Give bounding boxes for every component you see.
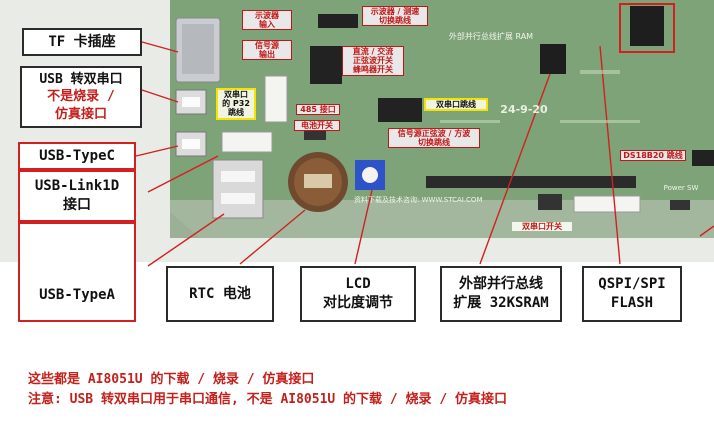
callout-usb-typec: USB-TypeC [18, 142, 136, 170]
callout-usb-typea-text: USB-TypeA [39, 286, 115, 303]
label-scope-switch: 示波器 / 测速切换跳线 [362, 6, 428, 27]
sram-chip [540, 44, 566, 74]
flash-chip [630, 6, 664, 46]
callout-usb-link1d-line2: 接口 [63, 197, 91, 213]
callout-usb-serial-line2: 不是烧录 / [47, 89, 115, 105]
scope-input-line2: 输入 [259, 20, 275, 30]
signal-wave-line1: 信号源正弦波 / 方波 [397, 129, 471, 138]
label-port485: 485 接口 [296, 104, 340, 116]
label-scope-input: 示波器输入 [242, 10, 292, 31]
dc-ac-line3: 蜂鸣器开关 [353, 65, 393, 75]
lcd-header [426, 176, 636, 188]
label-power-sw: Power SW [663, 184, 699, 192]
callout-tf-card-text: TF 卡插座 [48, 33, 116, 50]
white-header [221, 131, 273, 153]
scope-switch-line2: 切换跳线 [379, 16, 411, 26]
label-signal-output: 信号源输出 [242, 40, 292, 61]
callout-usb-typec-text: USB-TypeC [39, 147, 115, 164]
dc-ac-line2: 正弦波开关 [353, 56, 393, 66]
dual-p32-line1: 双串口 [224, 90, 248, 99]
note-usb-serial-warning: 注意: USB 转双串口用于串口通信, 不是 AI8051U 的下载 / 烧录 … [28, 392, 508, 407]
callout-usb-link1d-line1: USB-Link1D [34, 178, 120, 195]
label-signal-wave: 信号源正弦波 / 方波切换跳线 [388, 128, 480, 149]
label-battery-switch: 电池开关 [294, 120, 340, 132]
callout-lcd-contrast: LCD 对比度调节 [300, 266, 416, 322]
scope-switch-line1: 示波器 / 测速 [370, 7, 420, 16]
callout-tf-card: TF 卡插座 [22, 28, 142, 56]
callout-rtc-text: RTC 电池 [189, 285, 251, 302]
callout-usb-serial-line3: 仿真接口 [54, 106, 107, 122]
dual-p32-line3: 跳线 [228, 108, 244, 118]
callout-rtc: RTC 电池 [166, 266, 274, 322]
label-ext-bus-pcb: 外部并行总线扩展 RAM [448, 32, 534, 41]
callout-usb-typea: USB-TypeA [18, 222, 136, 322]
signal-output-line2: 输出 [259, 50, 275, 60]
label-dual-serial-jumper: 双串口跳线 [424, 98, 488, 112]
callout-qspi-line2: FLASH [610, 295, 654, 311]
callout-ext-bus: 外部并行总线 扩展 32KSRAM [440, 266, 562, 322]
label-date-print: 24-9-20 [500, 103, 548, 116]
signal-wave-line2: 切换跳线 [418, 138, 450, 148]
callout-ext-bus-line2: 扩展 32KSRAM [453, 295, 549, 311]
callout-usb-link1d: USB-Link1D 接口 [18, 170, 136, 222]
label-dc-ac: 直流 / 交流正弦波开关蜂鸣器开关 [342, 46, 404, 76]
callout-qspi-flash: QSPI/SPI FLASH [582, 266, 682, 322]
dc-ac-line1: 直流 / 交流 [352, 47, 394, 56]
usb-typea-connector [212, 159, 264, 219]
label-ds18b20: DS18B20 跳线 [620, 150, 686, 162]
callout-lcd-line1: LCD [345, 276, 371, 293]
dual-p32-line2: 的 P32 [222, 99, 250, 109]
callout-lcd-line2: 对比度调节 [323, 295, 393, 311]
callout-qspi-line1: QSPI/SPI [598, 276, 666, 293]
callout-ext-bus-line1: 外部并行总线 [459, 276, 543, 293]
label-dual-serial-switch: 双串口开关 [512, 222, 572, 232]
callout-usb-serial-line1: USB 转双串口 [39, 71, 123, 87]
scope-input-line1: 示波器 [255, 11, 279, 20]
callout-usb-dual-serial: USB 转双串口 不是烧录 / 仿真接口 [20, 66, 142, 128]
signal-output-line1: 信号源 [255, 41, 279, 50]
label-website: 资料下载及技术咨询: WWW.STCAI.COM [354, 196, 483, 204]
leader-lines [135, 41, 714, 267]
note-download-interfaces: 这些都是 AI8051U 的下载 / 烧录 / 仿真接口 [28, 372, 315, 387]
